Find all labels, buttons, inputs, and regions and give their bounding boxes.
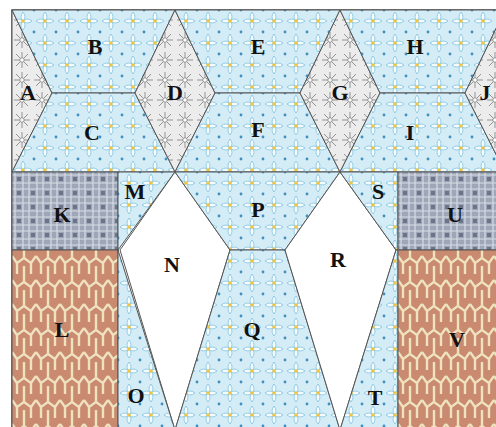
piece-letter: P	[251, 199, 264, 221]
piece-letter: H	[406, 36, 423, 58]
piece-letter: J	[480, 82, 491, 104]
quilt-piece: T	[340, 250, 398, 427]
quilt-piece: S	[340, 172, 398, 250]
piece-outline	[340, 172, 398, 250]
piece-shape	[340, 172, 398, 250]
piece-outline	[398, 250, 496, 427]
piece-shape	[12, 172, 118, 250]
piece-letter: M	[125, 181, 146, 203]
piece-shape	[12, 250, 118, 427]
piece-shape	[340, 250, 398, 427]
quilt-piece: K	[12, 172, 118, 250]
piece-shape	[398, 250, 496, 427]
quilt-piece: U	[398, 172, 496, 250]
quilt-piece: V	[398, 250, 496, 427]
piece-letter: G	[331, 82, 348, 104]
piece-letter: L	[55, 319, 70, 341]
piece-letter: V	[449, 329, 465, 351]
piece-letter: D	[167, 82, 183, 104]
piece-letter: N	[164, 254, 180, 276]
piece-letter: A	[20, 82, 36, 104]
piece-outline	[118, 250, 175, 427]
piece-letter: Q	[243, 319, 260, 341]
quilt-piece: J	[465, 10, 496, 172]
piece-letter: U	[447, 204, 463, 226]
piece-letter: R	[330, 249, 346, 271]
quilt-piece: L	[12, 250, 118, 427]
piece-letter: E	[251, 36, 266, 58]
piece-letter: F	[251, 119, 264, 141]
piece-letter: K	[53, 204, 70, 226]
piece-letter: C	[84, 122, 100, 144]
piece-letter: O	[127, 385, 144, 407]
piece-letter: T	[368, 387, 383, 409]
piece-outline	[398, 172, 496, 250]
piece-shape	[118, 250, 175, 427]
quilt-piece: O	[118, 250, 175, 427]
piece-shape	[398, 172, 496, 250]
piece-letter: S	[372, 181, 384, 203]
piece-letter: B	[88, 36, 103, 58]
piece-letter: I	[406, 122, 415, 144]
piece-shape	[465, 10, 496, 172]
